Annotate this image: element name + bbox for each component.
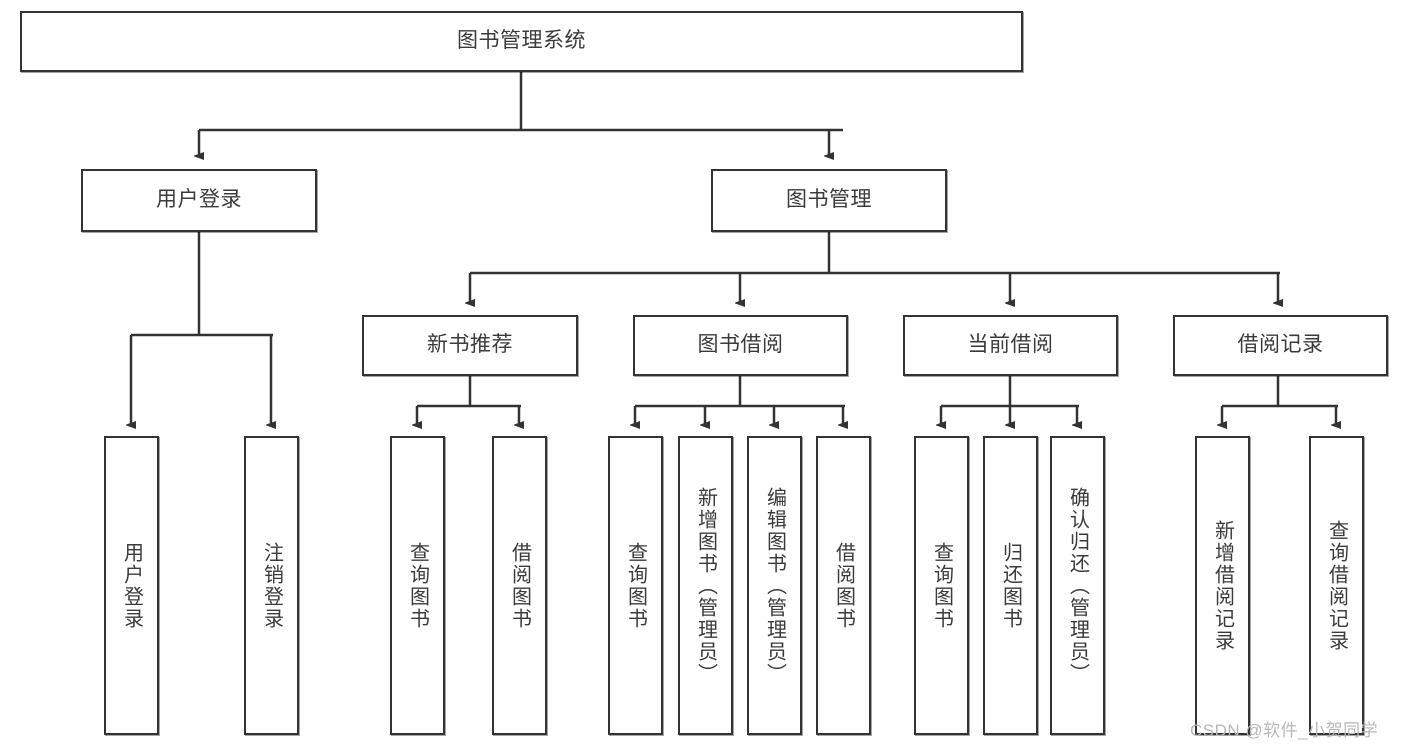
node-borrow-record[interactable]: 借阅记录	[1173, 315, 1388, 376]
node-label: 注销登录	[260, 541, 283, 630]
leaf-current-query-book[interactable]: 查询图书	[914, 436, 969, 735]
node-user-login[interactable]: 用户登录	[81, 169, 317, 232]
leaf-current-confirm-return-admin[interactable]: 确认归还（管理员）	[1050, 436, 1105, 735]
leaf-current-return-book[interactable]: 归还图书	[983, 436, 1038, 735]
node-book-borrow[interactable]: 图书借阅	[633, 315, 848, 376]
node-label: 查询图书	[406, 541, 429, 630]
node-book-management[interactable]: 图书管理	[711, 169, 947, 232]
node-label: 图书借阅	[697, 333, 784, 357]
leaf-recommend-borrow-book[interactable]: 借阅图书	[492, 436, 547, 735]
leaf-borrow-edit-book-admin[interactable]: 编辑图书（管理员）	[747, 436, 802, 735]
node-label: 确认归还（管理员）	[1066, 486, 1089, 685]
leaf-borrow-query-book[interactable]: 查询图书	[608, 436, 663, 735]
node-label: 新增图书（管理员）	[694, 486, 717, 685]
leaf-user-login[interactable]: 用户登录	[104, 436, 159, 735]
node-label: 查询图书	[624, 541, 647, 630]
node-label: 借阅图书	[832, 541, 855, 630]
watermark-text: CSDN @软件_小贺同学	[1190, 721, 1379, 740]
leaf-record-query-record[interactable]: 查询借阅记录	[1309, 436, 1364, 735]
node-root-system[interactable]: 图书管理系统	[20, 11, 1023, 72]
node-new-book-recommend[interactable]: 新书推荐	[362, 315, 578, 376]
node-label: 当前借阅	[967, 333, 1054, 357]
leaf-borrow-add-book-admin[interactable]: 新增图书（管理员）	[678, 436, 733, 735]
leaf-user-logout[interactable]: 注销登录	[244, 436, 299, 735]
node-label: 借阅记录	[1237, 333, 1324, 357]
node-label: 用户登录	[156, 188, 242, 212]
node-label: 借阅图书	[508, 541, 531, 630]
leaf-recommend-query-book[interactable]: 查询图书	[390, 436, 445, 735]
node-label: 新增借阅记录	[1211, 519, 1234, 652]
leaf-record-add-record[interactable]: 新增借阅记录	[1195, 436, 1250, 735]
node-label: 归还图书	[999, 541, 1022, 630]
node-label: 查询图书	[930, 541, 953, 630]
node-label: 图书管理系统	[457, 29, 586, 53]
node-label: 查询借阅记录	[1325, 519, 1348, 652]
node-label: 编辑图书（管理员）	[763, 486, 786, 685]
node-label: 图书管理	[786, 188, 872, 212]
node-current-borrow[interactable]: 当前借阅	[903, 315, 1118, 376]
node-label: 新书推荐	[427, 333, 513, 357]
node-label: 用户登录	[120, 541, 143, 630]
leaf-borrow-borrow-book[interactable]: 借阅图书	[816, 436, 871, 735]
